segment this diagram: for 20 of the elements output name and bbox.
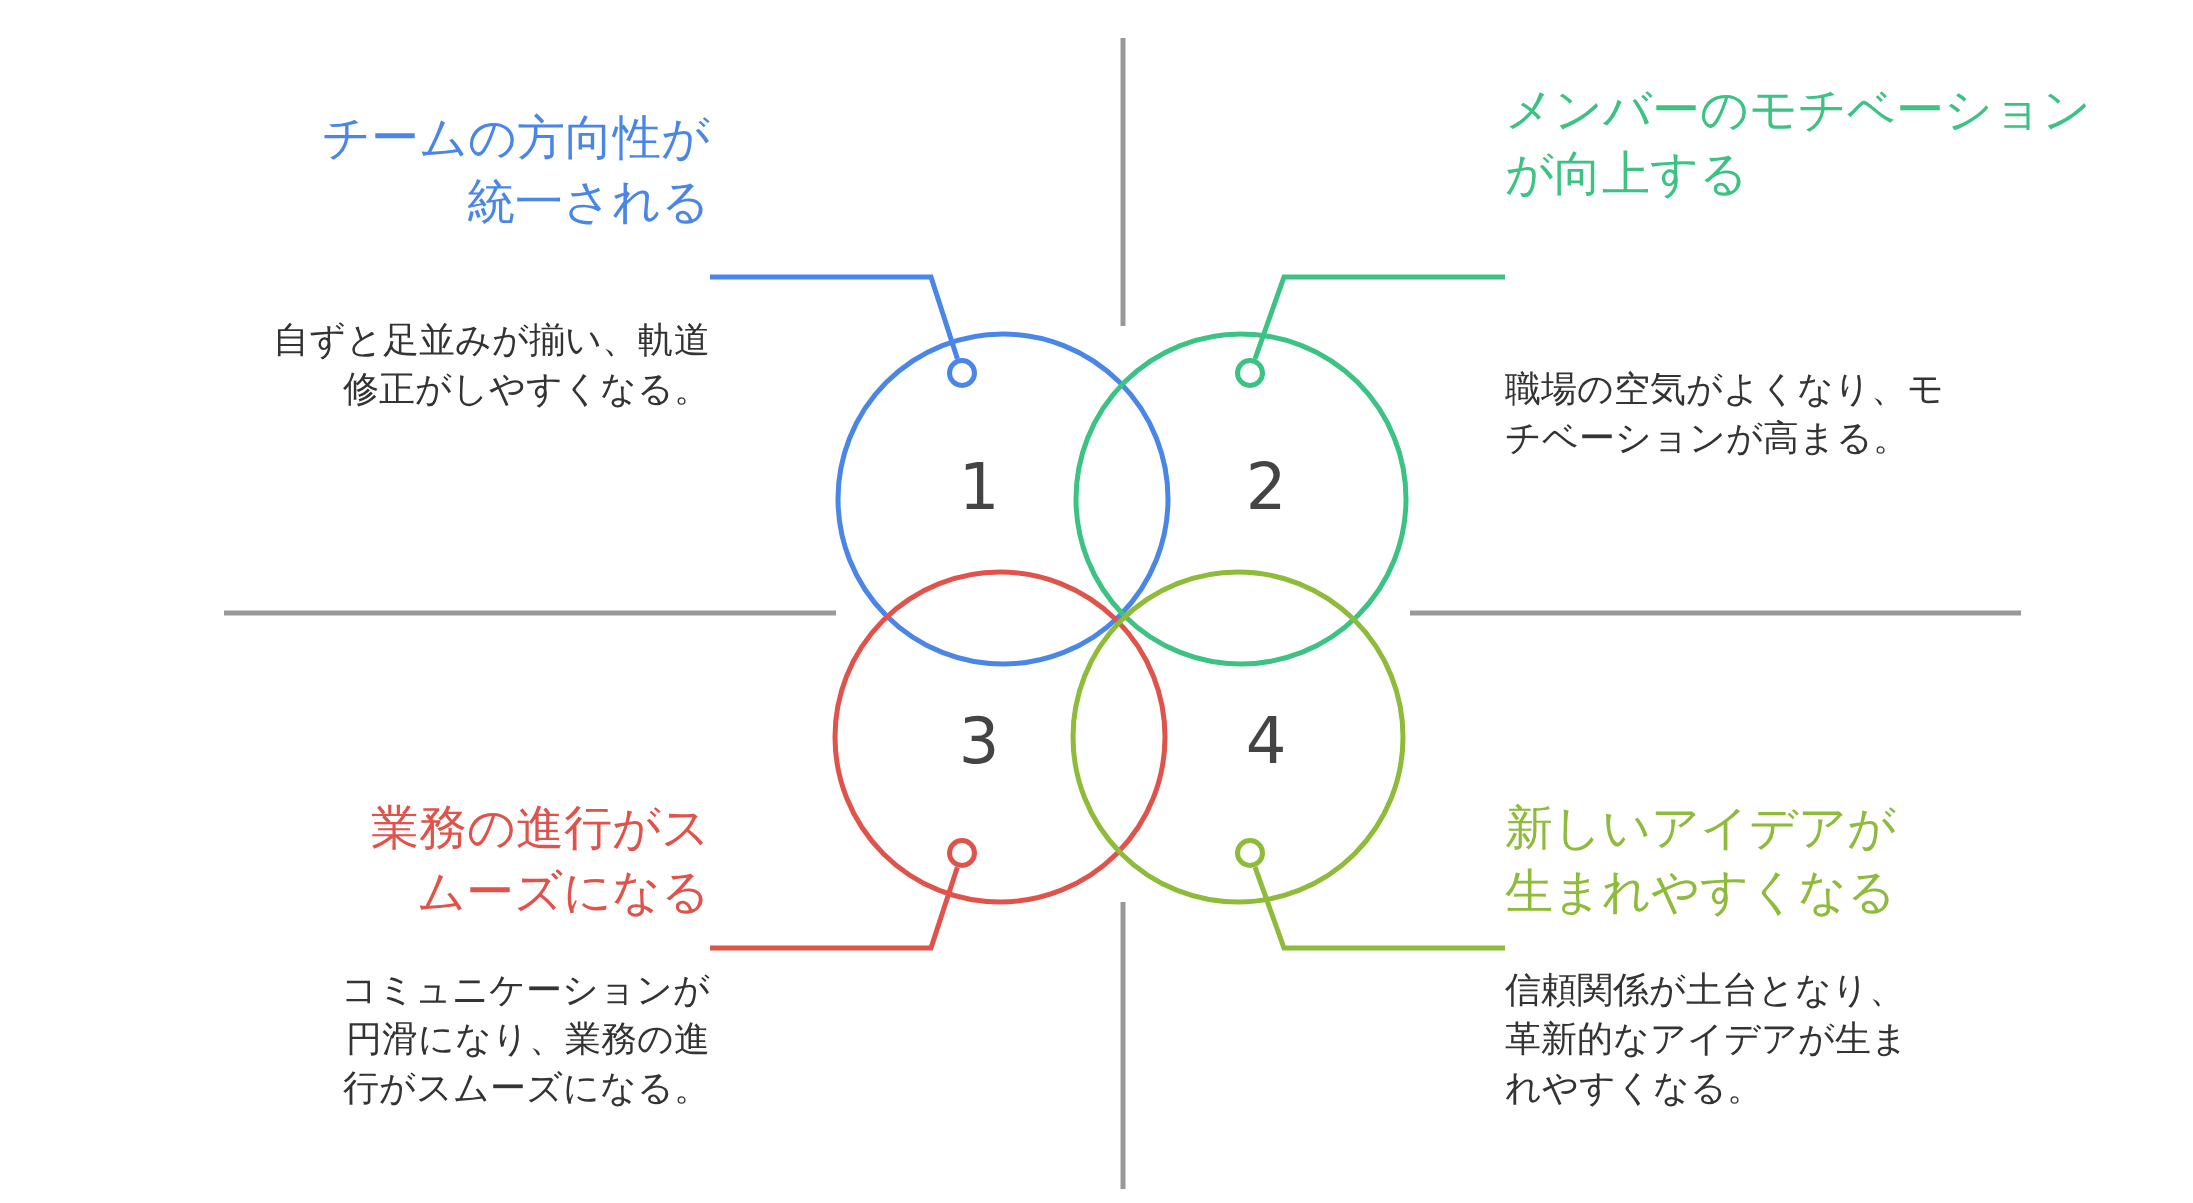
heading: 業務の進行がスムーズになる [370, 798, 710, 921]
circle-number: 1 [958, 455, 1000, 519]
circle-number: 3 [958, 709, 1000, 773]
heading: チームの方向性が統一される [321, 108, 710, 231]
connector-dot [947, 358, 977, 388]
leader-line [1252, 274, 1505, 360]
heading: メンバーのモチベーションが向上する [1505, 80, 2092, 203]
heading: 新しいアイデアが生まれやすくなる [1505, 798, 1897, 921]
connector-dot [1235, 358, 1265, 388]
leader-line [710, 866, 960, 951]
leader-line [1252, 866, 1505, 951]
description-text: 自ずと足並みが揃い、軌道修正がしやすくなる。 [272, 318, 710, 411]
description-text: 職場の空気がよくなり、モチベーションが高まる。 [1505, 367, 1945, 460]
circle-number: 2 [1245, 455, 1287, 519]
connector-dot [1235, 838, 1265, 868]
circle-number: 4 [1245, 709, 1287, 773]
connector-dot [947, 838, 977, 868]
description-text: 信頼関係が土台となり、革新的なアイデアが生まれやすくなる。 [1505, 968, 1909, 1110]
leader-line [710, 274, 960, 360]
description-text: コミュニケーションが円滑になり、業務の進行がスムーズになる。 [340, 968, 710, 1110]
